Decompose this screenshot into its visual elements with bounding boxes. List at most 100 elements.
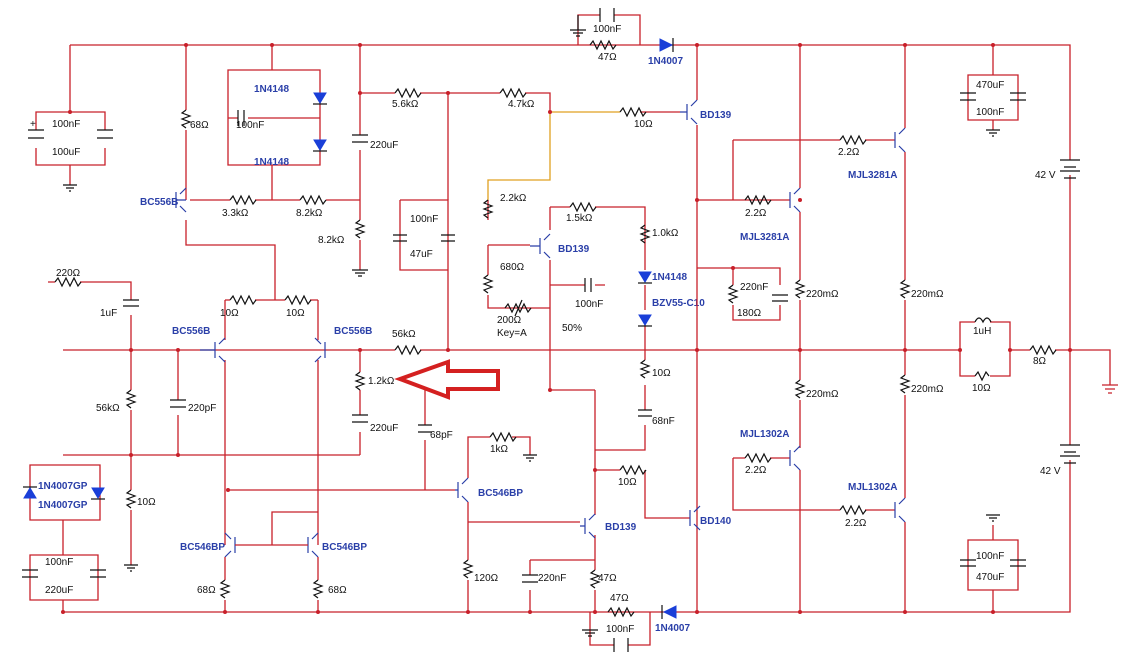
tl-cap2-label: 100uF [52,147,80,158]
r220m-d-label: 220mΩ [911,384,944,395]
zener-label: BZV55-C10 [652,298,705,309]
r680-label: 680Ω [500,262,525,273]
top-resistor-label: 47Ω [598,52,617,63]
q-bc556b-current-label: BC556B [140,197,178,208]
tr-decoupling: 470uF 100nF [960,45,1026,137]
diode-c-label: 1N4148 [652,272,687,283]
r220m-a-label: 220mΩ [806,289,839,300]
c1u-label: 1uF [100,308,117,319]
diode-gp-a-label: 1N4007GP [38,481,88,492]
diff-pair: 10Ω 10Ω BC556B BC556B 220Ω 1uF 56kΩ 220p… [48,268,398,572]
diode-gp-b-label: 1N4007GP [38,500,88,511]
r22-b-label: 2.2Ω [745,208,767,219]
r47-b-label: 47Ω [598,573,617,584]
pot-key-label: Key=A [497,328,527,339]
output-top: BD139 10Ω 2.2Ω MJL3281A 2.2Ω MJL3281A 22… [619,45,944,612]
c47u-label: 47uF [410,249,433,260]
bottom-left: 1N4007GP 1N4007GP 10Ω 100nF 220uF [22,464,156,612]
power-rails [35,44,1071,613]
r22k-label: 2.2kΩ [500,193,527,204]
c100-mid-label: 100nF [410,214,438,225]
r82k-b-label: 8.2kΩ [318,235,345,246]
current-mirror: BC546BP BC546BP 68Ω 68Ω [180,511,367,612]
c220n-b-label: 220nF [538,573,566,584]
q-bc556b-right-label: BC556B [334,326,372,337]
r1k-label: 1.0kΩ [652,228,679,239]
r8-label: 8Ω [1033,356,1047,367]
r12k-label: 1.2kΩ [368,376,395,387]
br-cap2-label: 470uF [976,572,1004,583]
top-decoupling: 100nF 47Ω 1N4007 [570,8,683,67]
r68-label: 68Ω [190,120,209,131]
bottom-diode-label: 1N4007 [655,623,690,634]
q-mjl1302a-a-label: MJL1302A [740,429,789,440]
r56k-label: 5.6kΩ [392,99,419,110]
c100-pot-label: 100nF [575,299,603,310]
tr-cap1-label: 470uF [976,80,1004,91]
top-cap-label: 100nF [593,24,621,35]
r220m-c-label: 220mΩ [806,389,839,400]
vbe-multiplier: 2.2kΩ 1.5kΩ BD139 680Ω 200Ω Key=A 100nF … [482,193,646,390]
br-cap1-label: 100nF [976,551,1004,562]
r47k-label: 4.7kΩ [508,99,535,110]
r10-bd-label: 10Ω [634,119,653,130]
output-bottom: 220mΩ 220mΩ MJL1302A 2.2Ω MJL1302A 2.2Ω [732,350,944,612]
r47-c-label: 47Ω [610,593,629,604]
q-bc556b-left-label: BC556B [172,326,210,337]
q-bc546bp-mirror-a-label: BC546BP [180,542,225,553]
r15k-label: 1.5kΩ [566,213,593,224]
c100-bottom-label: 100nF [606,624,634,635]
diode-a-label: 1N4148 [254,84,289,95]
bottom-decoupling: 47Ω 100nF 1N4007 [582,593,690,652]
c220u-label: 220uF [370,140,398,151]
q-bd139-vas-label: BD139 [605,522,637,533]
br-decoupling: 100nF 470uF [960,514,1026,612]
r120-label: 120Ω [474,573,499,584]
c100-square-label: 100nF [236,120,264,131]
svg-text:+: + [30,119,36,130]
inductor-label: 1uH [973,326,991,337]
c220p-label: 220pF [188,403,216,414]
input-current-source: 68Ω 100nF 1N4148 1N4148 220uF BC556B 3.3… [140,45,398,300]
tr-cap2-label: 100nF [976,107,1004,118]
r56k-c-label: 56kΩ [96,403,120,414]
r56k-b-label: 56kΩ [392,329,416,340]
supply-batteries: 42 V 42 V [1035,159,1118,477]
r22-c-label: 2.2Ω [745,465,767,476]
q-bd139-driver-label: BD139 [700,110,732,121]
c68n-label: 68nF [652,416,675,427]
r220-in-label: 220Ω [56,268,81,279]
c220n-a-label: 220nF [740,282,768,293]
bl-cap2-label: 220uF [45,585,73,596]
r22-d-label: 2.2Ω [845,518,867,529]
highlight-arrow [394,359,500,400]
top-diode-label: 1N4007 [648,56,683,67]
r1k-b-label: 1kΩ [490,444,509,455]
r22-a-label: 2.2Ω [838,147,860,158]
r68-b-label: 68Ω [328,585,347,596]
r10-a-label: 10Ω [220,308,239,319]
q-mjl1302a-b-label: MJL1302A [848,482,897,493]
r10-e-label: 10Ω [137,497,156,508]
c68p-label: 68pF [430,430,453,441]
diode-b-label: 1N4148 [254,157,289,168]
r10-b-label: 10Ω [286,308,305,319]
junction-dots [61,43,1072,614]
tl-decoupling: 100nF 100uF + [28,119,113,192]
r10-out-label: 10Ω [972,383,991,394]
output-node: 1uH 8Ω 10Ω 56kΩ [63,317,1070,394]
r33k-label: 3.3kΩ [222,208,249,219]
r200-label: 200Ω [497,315,522,326]
q-mjl3281a-a-label: MJL3281A [848,170,897,181]
q-bd140-label: BD140 [700,516,732,527]
r68-a-label: 68Ω [197,585,216,596]
feedback-top: 5.6kΩ 4.7kΩ 100nF 47uF [360,87,620,350]
r180-label: 180Ω [737,308,762,319]
bl-cap1-label: 100nF [45,557,73,568]
r10-c-label: 10Ω [618,477,637,488]
battery-top-label: 42 V [1035,170,1056,181]
q-mjl3281a-b-label: MJL3281A [740,232,789,243]
r220m-b-label: 220mΩ [911,289,944,300]
battery-bottom-label: 42 V [1040,466,1061,477]
